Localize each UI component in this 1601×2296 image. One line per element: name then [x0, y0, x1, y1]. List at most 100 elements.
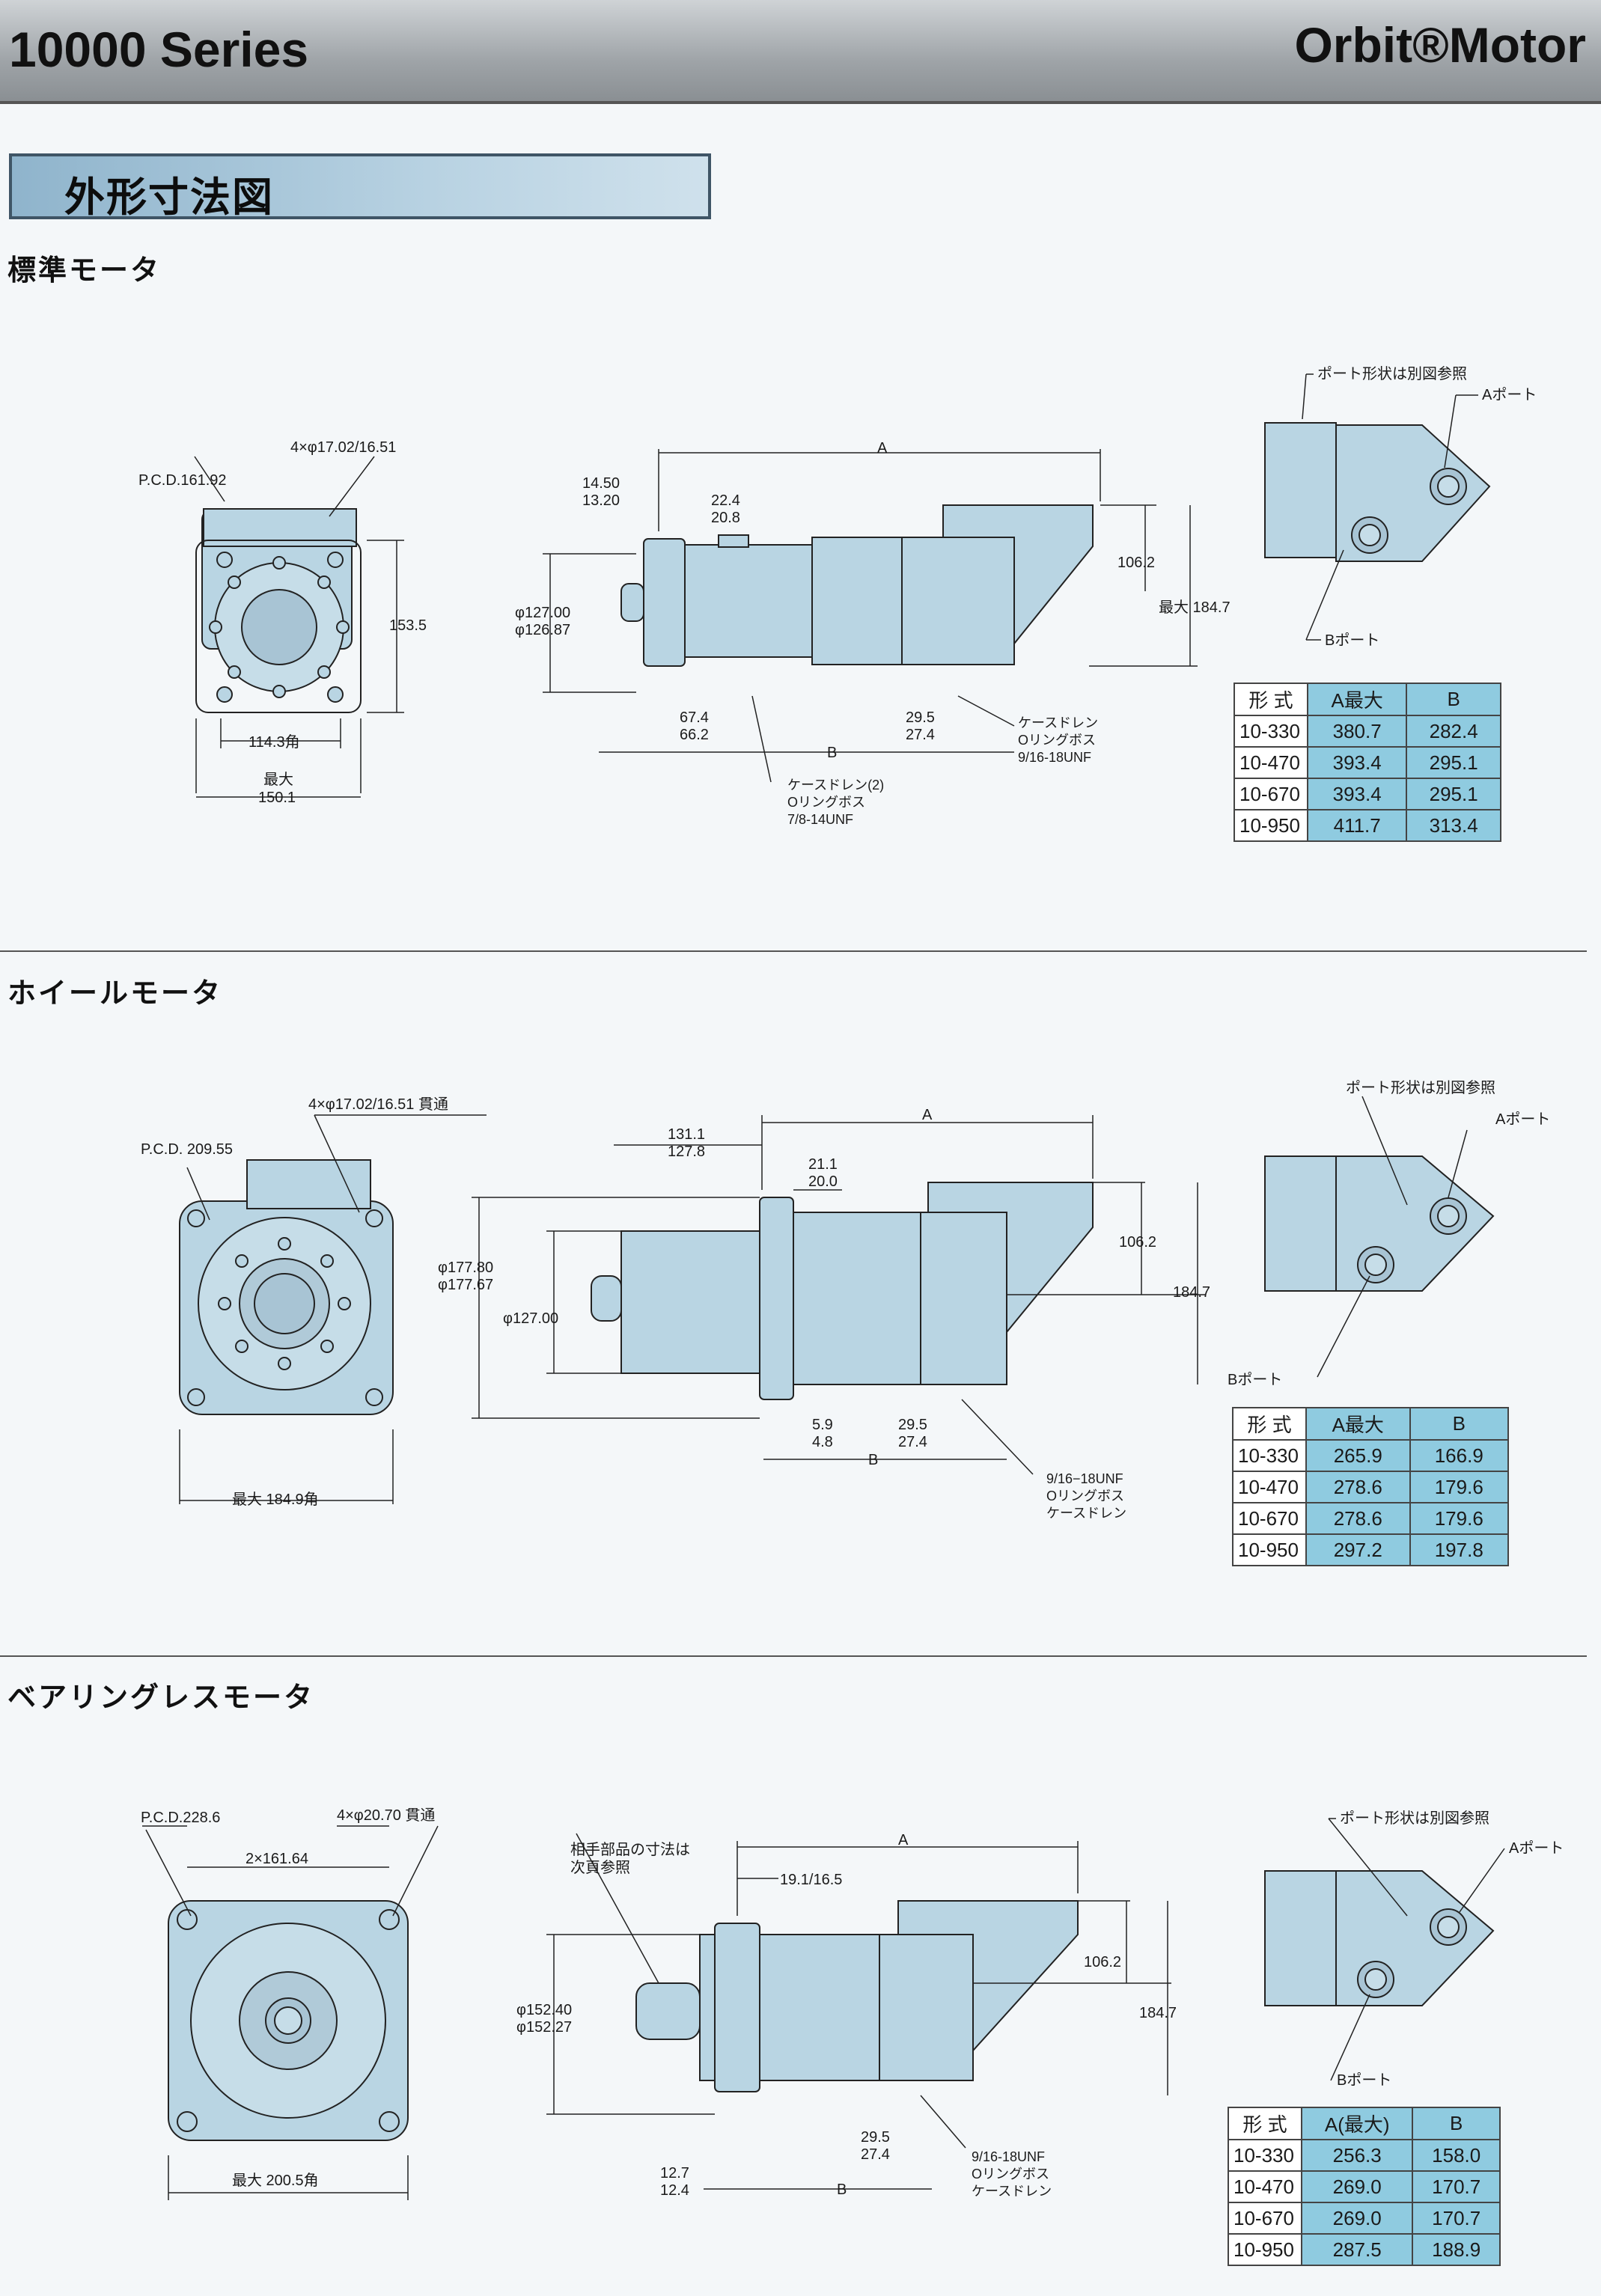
cell-a: 269.0 [1300, 2170, 1414, 2203]
cell-model: 10-330 [1233, 715, 1308, 748]
d3-top: 67.4 [680, 709, 709, 726]
port-b: Bポート [1325, 632, 1379, 649]
note-l2: Oリングボス [1046, 1489, 1124, 1503]
note2-l3: 9/16-18UNF [1018, 750, 1091, 765]
cell-a: 269.0 [1300, 2202, 1414, 2235]
note-l3: ケースドレン [1046, 1506, 1126, 1521]
port-ref: ポート形状は別図参照 [1340, 1810, 1489, 1827]
h1: 106.2 [1084, 1954, 1121, 1970]
d1-bot: 13.20 [582, 492, 620, 509]
cell-model: 10-330 [1228, 2139, 1302, 2172]
height-label: 153.5 [389, 617, 427, 634]
d2-bot: 20.8 [711, 510, 740, 526]
d4-bot: 27.4 [906, 727, 935, 743]
side-view [591, 1182, 1094, 1400]
cell-model: 10-470 [1228, 2170, 1302, 2203]
cell-a: 278.6 [1305, 1502, 1411, 1535]
side-view [620, 504, 1094, 667]
pcd-label: P.C.D.161.92 [138, 472, 227, 489]
port-b: Bポート [1228, 1371, 1282, 1388]
d3-bot: 4.8 [812, 1434, 833, 1450]
dia1-bot: φ177.67 [438, 1277, 493, 1293]
dia-bot: φ126.87 [515, 622, 570, 638]
port-ref: ポート形状は別図参照 [1317, 365, 1467, 382]
port-a: Aポート [1509, 1839, 1564, 1857]
cell-model: 10-670 [1232, 1502, 1307, 1535]
span-label: 2×161.64 [246, 1851, 308, 1867]
d4-bot: 27.4 [861, 2146, 890, 2163]
port-view [1264, 1155, 1495, 1292]
dia2: φ127.00 [503, 1310, 558, 1327]
mate-l2: 次頁参照 [570, 1859, 630, 1876]
dim-a: A [898, 1832, 909, 1848]
cell-model: 10-670 [1233, 778, 1308, 810]
table-header-a: A最大 [1305, 1407, 1411, 1441]
section-divider [0, 1655, 1587, 1657]
port-view [1264, 1870, 1495, 2006]
section-divider [0, 950, 1587, 952]
d4-top: 29.5 [898, 1417, 927, 1433]
note-l1: 9/16−18UNF [1046, 1471, 1123, 1486]
front-view [195, 508, 362, 713]
section-title-wheel: ホイールモータ [7, 977, 223, 1010]
note1-l3: 7/8-14UNF [787, 812, 853, 827]
table-header-b: B [1412, 2107, 1501, 2140]
table-header-a: A最大 [1306, 683, 1408, 716]
cell-model: 10-950 [1228, 2233, 1302, 2266]
front-view [179, 1159, 394, 1415]
cell-b: 158.0 [1412, 2139, 1501, 2172]
max-label: 最大 200.5角 [232, 2172, 319, 2189]
d3-bot: 66.2 [680, 727, 709, 743]
d3-bot: 12.4 [660, 2182, 689, 2199]
cell-a: 265.9 [1305, 1439, 1411, 1472]
section-title-standard: 標準モータ [7, 254, 162, 287]
table-header-model: 形 式 [1232, 1407, 1307, 1441]
note-l1: 9/16-18UNF [972, 2149, 1045, 2164]
cell-a: 256.3 [1300, 2139, 1414, 2172]
dim-a: A [877, 440, 888, 457]
d4-top: 29.5 [906, 709, 935, 726]
table-header-b: B [1409, 1407, 1510, 1441]
note-l3: ケースドレン [972, 2184, 1052, 2199]
cell-b: 179.6 [1409, 1471, 1510, 1503]
d1-bot: 127.8 [668, 1144, 705, 1160]
section-title-bearingless: ベアリングレスモータ [7, 1681, 315, 1714]
standard-motor-drawing: P.C.D.161.92 4×φ17.02/16.51 153.5 114.3角… [138, 365, 1537, 827]
page-header: 10000 Series Orbit®Motor [0, 0, 1601, 104]
cell-b: 179.6 [1409, 1502, 1510, 1535]
dim-b: B [837, 2181, 847, 2198]
brand-title: Orbit®Motor [1294, 17, 1586, 73]
cell-a: 380.7 [1306, 715, 1408, 748]
holes-label: 4×φ20.70 貫通 [337, 1807, 435, 1824]
pcd-label: P.C.D. 209.55 [141, 1141, 233, 1158]
cell-a: 278.6 [1305, 1471, 1411, 1503]
cell-b: 197.8 [1409, 1533, 1510, 1566]
cell-a: 411.7 [1306, 809, 1408, 842]
h2: 184.7 [1139, 2005, 1177, 2021]
dim-b: B [868, 1452, 878, 1468]
port-b: Bポート [1337, 2071, 1391, 2089]
max-label: 最大 [263, 771, 293, 788]
holes-label: 4×φ17.02/16.51 貫通 [308, 1096, 448, 1113]
d2-top: 21.1 [808, 1156, 838, 1173]
note1-l1: ケースドレン(2) [787, 778, 884, 793]
dia-top: φ152.40 [516, 2002, 572, 2018]
d4-bot: 27.4 [898, 1434, 927, 1450]
h2: 184.7 [1173, 1284, 1210, 1301]
cell-model: 10-470 [1232, 1471, 1307, 1503]
series-title: 10000 Series [9, 22, 309, 77]
h2: 最大 184.7 [1159, 599, 1231, 616]
cell-a: 393.4 [1306, 746, 1408, 779]
cell-b: 170.7 [1412, 2170, 1501, 2203]
